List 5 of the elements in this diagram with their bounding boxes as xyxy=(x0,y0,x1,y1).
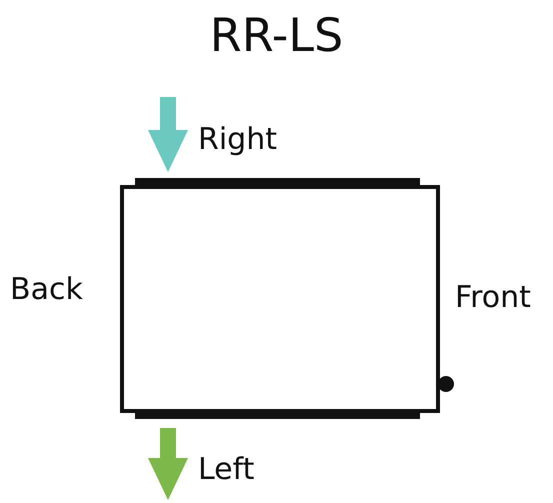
side-label: Left xyxy=(198,452,254,487)
side-label: Right xyxy=(198,122,277,157)
title: RR-LS xyxy=(208,8,344,62)
side-label: Front xyxy=(455,280,531,315)
side-label: Back xyxy=(10,272,83,307)
